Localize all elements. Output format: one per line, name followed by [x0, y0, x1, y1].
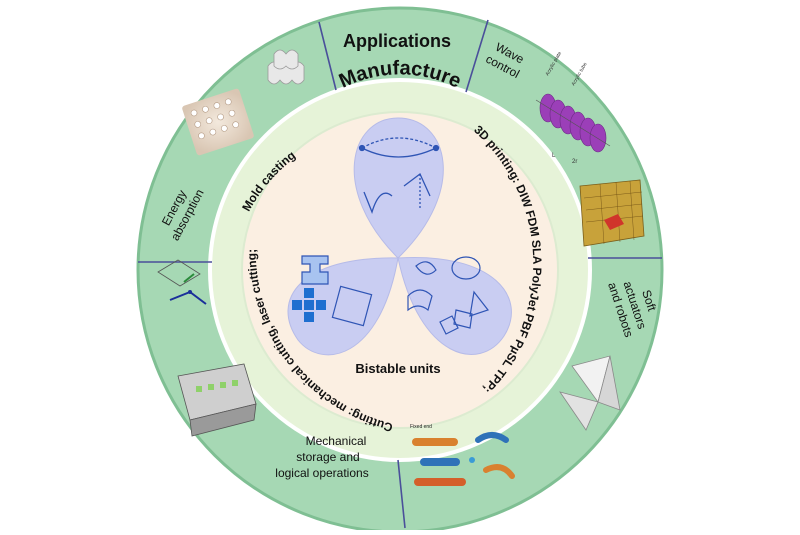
center-title: Bistable units	[355, 361, 440, 376]
pin-right	[432, 144, 440, 152]
lobe-right	[397, 256, 512, 355]
svg-text:Mechanical: Mechanical	[306, 434, 367, 448]
cone-sketch	[469, 290, 489, 317]
svg-text:logical operations: logical operations	[275, 466, 368, 480]
applications-title: Applications	[343, 31, 451, 51]
rotating-square-sketch	[331, 285, 373, 327]
cut-unit-sketches	[292, 255, 373, 327]
origami-actuator-photo	[559, 355, 621, 431]
lobe-top	[353, 117, 444, 259]
gel-blocks-photo	[182, 88, 254, 156]
shell-sketch-3	[407, 289, 433, 312]
beam-sketch-left	[363, 191, 393, 214]
shell-sketches	[407, 256, 489, 335]
cross-unit	[292, 288, 326, 322]
divider-top-right	[465, 19, 489, 93]
shell-sketch-5	[453, 309, 473, 329]
latch-unit-sketch	[301, 255, 329, 285]
svg-text:2r: 2r	[572, 159, 577, 165]
pin-left	[358, 144, 366, 152]
svg-text:Soft: Soft	[639, 288, 659, 313]
sector-dividers	[138, 19, 662, 529]
metamaterial-panel-photo	[579, 179, 645, 247]
wave-tube-photo: Acrylic plate Acrylic tube L 2r	[535, 50, 611, 165]
arched-beam-sketch	[361, 137, 437, 149]
soft-robot-photo: Fixed end	[410, 424, 515, 486]
linkage-schematic	[157, 259, 207, 305]
beam-sketches	[358, 137, 440, 214]
lattice-photo	[267, 49, 305, 85]
shell-sketch-2	[451, 256, 481, 280]
svg-text:Fixed end: Fixed end	[410, 424, 432, 430]
divider-top-left	[318, 21, 337, 91]
mechanical-device-photo	[177, 363, 257, 437]
bistable-lobes	[287, 117, 512, 356]
mechanical-storage-label: Mechanical storage and logical operation…	[275, 434, 368, 480]
shell-sketch-4	[439, 315, 459, 335]
divider-bottom	[397, 459, 406, 529]
snapped-beam-sketch	[361, 147, 437, 158]
svg-text:L: L	[552, 153, 556, 159]
shell-sketch-1	[415, 261, 437, 275]
svg-text:storage and: storage and	[296, 450, 359, 464]
